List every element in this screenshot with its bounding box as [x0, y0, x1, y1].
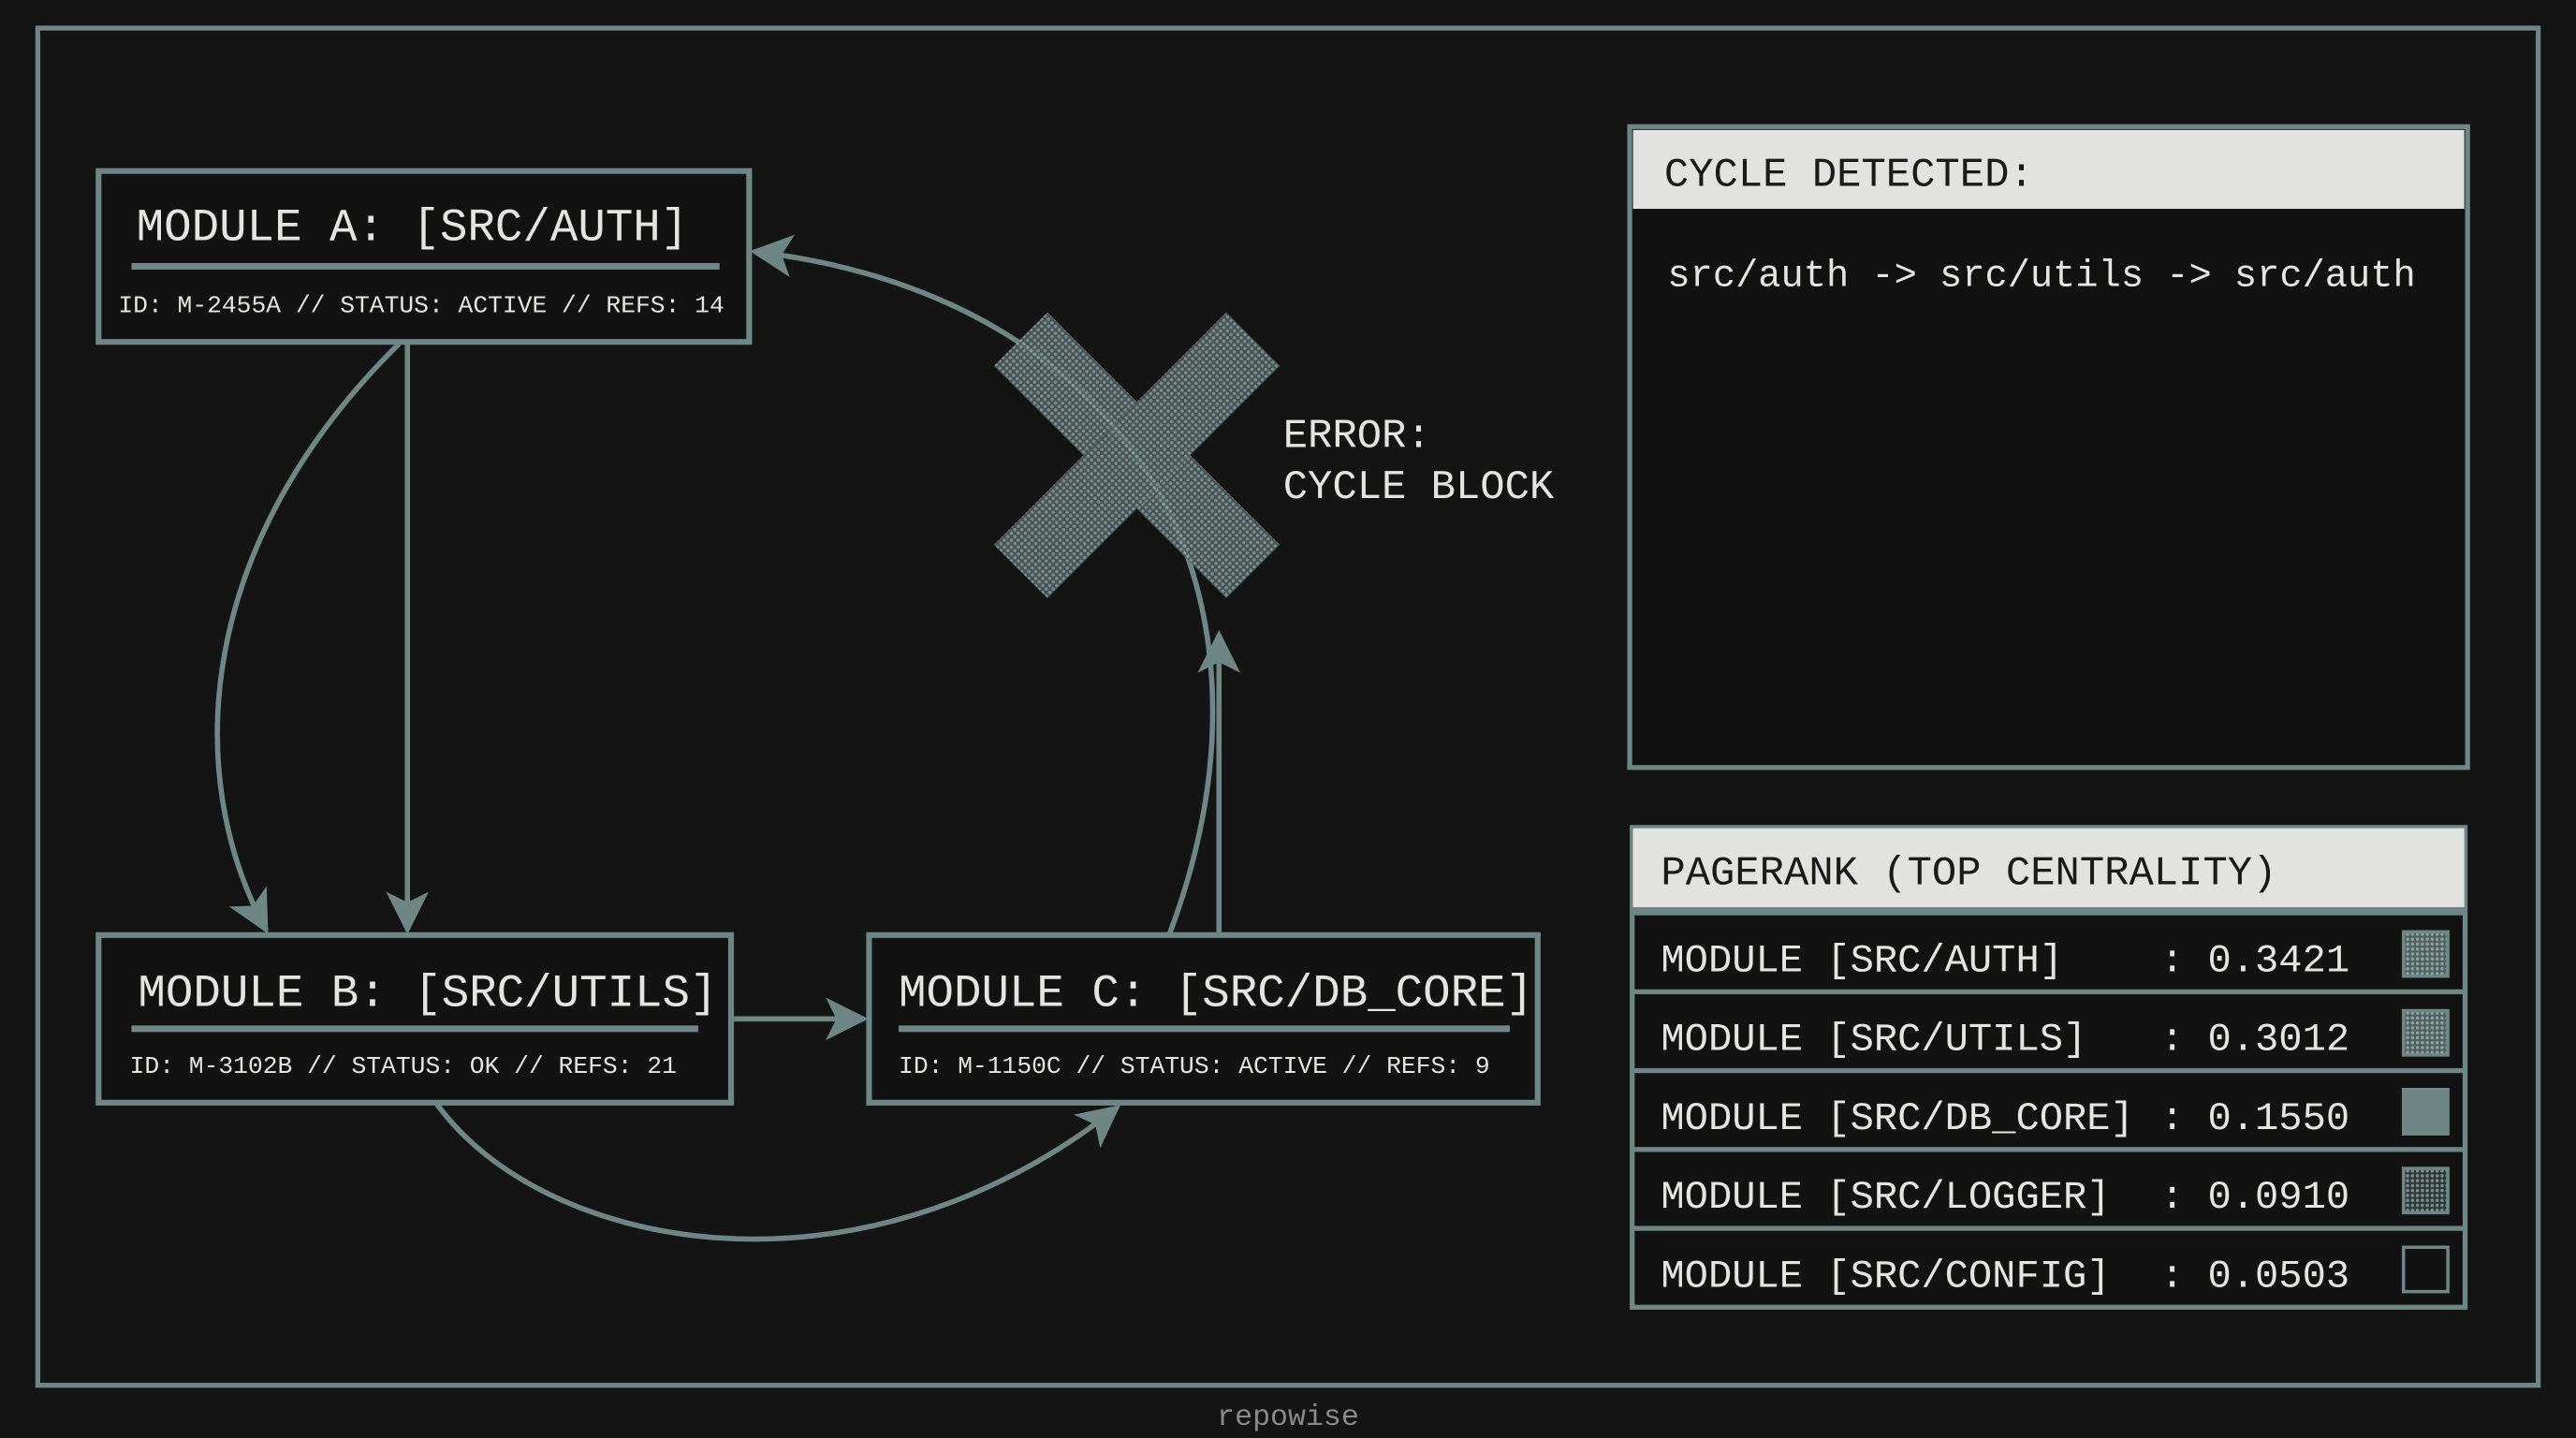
pagerank-module-label: MODULE [SRC/LOGGER]	[1661, 1175, 2110, 1220]
module-a-title: MODULE A: [SRC/AUTH]	[137, 201, 689, 254]
error-label: ERROR:	[1283, 414, 1431, 461]
brand-footer: repowise	[1217, 1401, 1359, 1434]
cycle-panel-title: CYCLE DETECTED:	[1664, 152, 2034, 198]
pagerank-module-label: MODULE [SRC/CONFIG]	[1661, 1254, 2110, 1299]
centrality-swatch-icon	[2401, 1167, 2450, 1215]
pagerank-row: MODULE [SRC/CONFIG] : 0.0503	[1634, 1230, 2463, 1305]
pagerank-row: MODULE [SRC/UTILS] : 0.3012	[1634, 993, 2463, 1068]
pagerank-row: MODULE [SRC/LOGGER] : 0.0910	[1634, 1152, 2463, 1226]
panel-header	[1632, 129, 2465, 210]
x-cross-icon	[993, 312, 1281, 598]
pagerank-row: MODULE [SRC/AUTH] : 0.3421	[1634, 915, 2463, 990]
module-b-title: MODULE B: [SRC/UTILS]	[138, 967, 717, 1020]
centrality-swatch-icon	[2401, 930, 2450, 978]
pagerank-module-label: MODULE [SRC/UTILS]	[1661, 1018, 2086, 1063]
error-detail: CYCLE BLOCK	[1283, 464, 1555, 511]
cycle-detected-panel: CYCLE DETECTED: src/auth -> src/utils ->…	[1627, 124, 2470, 770]
pagerank-score: : 0.1550	[2160, 1096, 2349, 1141]
module-c-node[interactable]: MODULE C: [SRC/DB_CORE] ID: M-1150C // S…	[866, 932, 1541, 1106]
pagerank-score: : 0.0910	[2160, 1175, 2349, 1220]
pagerank-score: : 0.3012	[2160, 1018, 2349, 1063]
centrality-swatch-icon	[2401, 1245, 2450, 1294]
edge-b-to-c-curved	[434, 1102, 1121, 1242]
divider	[131, 262, 720, 270]
pagerank-title: PAGERANK (TOP CENTRALITY)	[1661, 850, 2276, 897]
module-a-node[interactable]: MODULE A: [SRC/AUTH] ID: M-2455A // STAT…	[95, 168, 753, 345]
cycle-path: src/auth -> src/utils -> src/auth	[1667, 256, 2415, 299]
edge-a-to-b-curved	[214, 341, 402, 934]
pagerank-module-label: MODULE [SRC/AUTH]	[1661, 938, 2063, 983]
outer-frame	[35, 25, 2541, 1388]
centrality-swatch-icon	[2401, 1088, 2450, 1136]
module-b-meta: ID: M-3102B // STATUS: OK // REFS: 21	[130, 1052, 677, 1080]
pagerank-score: : 0.3421	[2160, 938, 2349, 983]
pagerank-module-label: MODULE [SRC/DB_CORE]	[1661, 1096, 2133, 1141]
centrality-swatch-icon	[2401, 1008, 2450, 1057]
pagerank-row: MODULE [SRC/DB_CORE] : 0.1550	[1634, 1073, 2463, 1148]
module-a-meta: ID: M-2455A // STATUS: ACTIVE // REFS: 1…	[118, 292, 724, 320]
module-c-title: MODULE C: [SRC/DB_CORE]	[899, 967, 1533, 1020]
module-c-meta: ID: M-1150C // STATUS: ACTIVE // REFS: 9	[899, 1052, 1490, 1080]
panel-header	[1632, 828, 2465, 907]
divider	[899, 1025, 1510, 1033]
pagerank-panel: PAGERANK (TOP CENTRALITY) MODULE [SRC/AU…	[1630, 825, 2468, 1310]
module-b-node[interactable]: MODULE B: [SRC/UTILS] ID: M-3102B // STA…	[95, 932, 735, 1106]
divider	[131, 1025, 698, 1033]
pagerank-score: : 0.0503	[2160, 1254, 2349, 1299]
